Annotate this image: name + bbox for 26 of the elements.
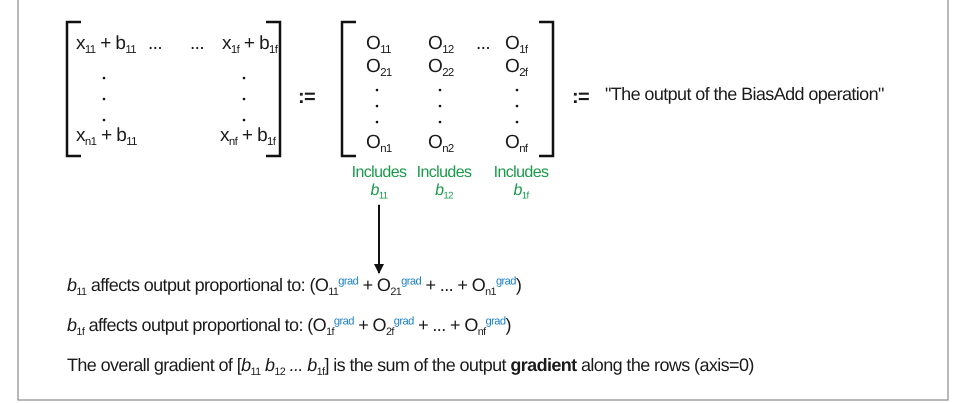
matrix-entry: O$_{2f}$	[505, 56, 528, 78]
ellipsis: ...	[476, 33, 490, 55]
matrix-entry: O$_{nf}$	[505, 132, 528, 154]
matrix-entry: x$_{n1}$ + b$_{11}$	[76, 125, 137, 147]
definition-symbol: :=	[572, 86, 590, 109]
matrix-entry: O$_{11}$	[366, 33, 391, 55]
column-note: Includes b$_{12}$	[416, 164, 472, 201]
matrix-entry: O$_{21}$	[366, 56, 392, 78]
equation-text: b$_{1f}$ affects output proportional to: (O$_{1f}$$^{grad}$ + O$_{2f}$$^{grad}$ + ... + O$_{nf}$$^{grad}$)	[67, 315, 511, 336]
column-note: Includes b$_{1f}$	[492, 164, 550, 201]
matrix-entry: O$_{n2}$	[428, 132, 454, 154]
equation-text: b$_{11}$ affects output proportional to: (O$_{11}$$^{grad}$ + O$_{21}$$^{grad}$ + ... + O$_{n1}$$^{grad}$)	[67, 275, 522, 296]
definition-symbol: :=	[298, 86, 316, 109]
matrix-entry: x$_{11}$ + b$_{11}$	[76, 33, 136, 55]
matrix-entry: O$_{n1}$	[366, 132, 392, 154]
column-note: Includes b$_{11}$	[348, 164, 410, 201]
matrix-entry: O$_{12}$	[428, 33, 454, 55]
arrow	[374, 204, 384, 274]
matrix-entry: O$_{22}$	[428, 56, 454, 78]
ellipsis: ...	[190, 33, 204, 55]
summary-text: The overall gradient of [b$_{11}$ b$_{12}$ ... b$_{1f}$] is the sum of the output gradient along the rows (axis=0)	[67, 355, 754, 376]
ellipsis: ...	[148, 33, 162, 55]
matrix-entry: O$_{1f}$	[505, 33, 528, 55]
matrix-entry: x$_{nf}$ + b$_{1f}$	[220, 125, 276, 147]
matrix-entry: x$_{1f}$ + b$_{1f}$	[222, 33, 278, 55]
quoted-description: "The output of the BiasAdd operation"	[605, 84, 884, 105]
